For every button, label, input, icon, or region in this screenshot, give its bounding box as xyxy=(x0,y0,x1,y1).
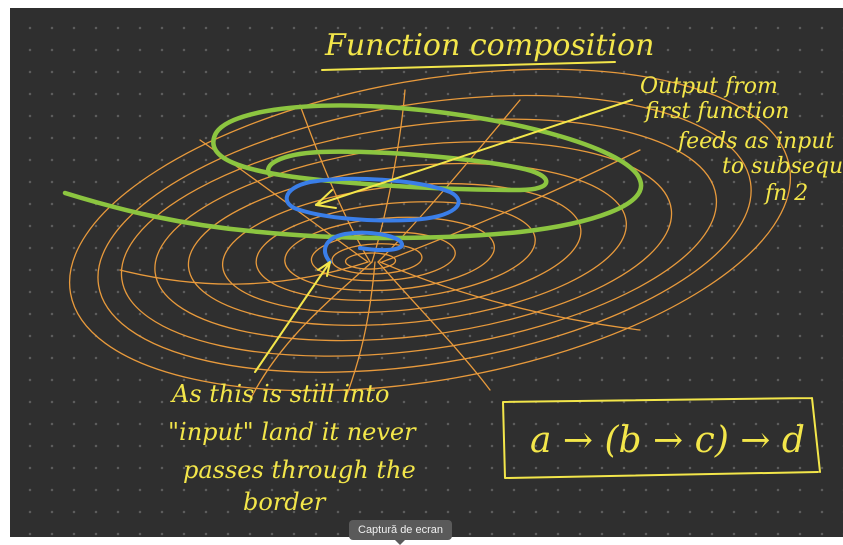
output-note-line-5: fn 2 xyxy=(763,181,808,206)
blue-inner-spiral xyxy=(284,176,461,264)
formula-text: a → (b → c) → d xyxy=(530,420,805,461)
input-note-line-4: border xyxy=(243,488,327,516)
funnel-ring xyxy=(344,252,397,270)
input-note-line-2: "input" land it never xyxy=(168,418,417,446)
funnel-curve xyxy=(249,261,373,401)
arrow-border xyxy=(254,261,331,373)
yellow-arrows xyxy=(254,61,821,479)
funnel-curve xyxy=(344,261,376,401)
formula-box xyxy=(502,397,821,479)
arrow-output-to-input xyxy=(315,99,633,206)
funnel-ring xyxy=(331,243,423,275)
funnel-curve xyxy=(119,261,369,285)
funnel-curve xyxy=(381,149,641,263)
tooltip-pointer xyxy=(395,540,405,545)
funnel-ring xyxy=(68,68,792,392)
funnel-ring xyxy=(154,141,673,342)
input-note-line-1: As this is still into xyxy=(170,380,389,408)
output-note: Output from first function feeds as inpu… xyxy=(640,74,843,206)
funnel-ring xyxy=(255,201,536,302)
input-note-line-3: passes through the xyxy=(183,456,416,484)
title-underline xyxy=(321,61,616,71)
whiteboard-canvas[interactable] xyxy=(10,8,843,537)
funnel-ring xyxy=(187,162,627,327)
funnel-curve xyxy=(377,261,491,391)
diagram-title: Function composition xyxy=(324,28,654,63)
arrow-head-border xyxy=(317,261,331,277)
funnel-curve xyxy=(371,89,406,263)
output-note-line-1: Output from xyxy=(640,74,778,99)
funnel-ring xyxy=(97,94,752,373)
funnel-ring xyxy=(120,118,718,357)
output-note-line-3: feeds as input xyxy=(676,129,834,154)
output-note-line-2: first function xyxy=(643,99,789,124)
screenshot-tooltip: Captură de ecran xyxy=(349,520,452,540)
input-note: As this is still into "input" land it ne… xyxy=(168,380,417,516)
output-note-line-4: to subsequent xyxy=(722,154,843,179)
funnel-curve xyxy=(379,261,641,331)
green-outer-loop xyxy=(62,103,644,241)
arrow-head-output xyxy=(315,189,337,209)
funnel-ring xyxy=(284,216,495,292)
